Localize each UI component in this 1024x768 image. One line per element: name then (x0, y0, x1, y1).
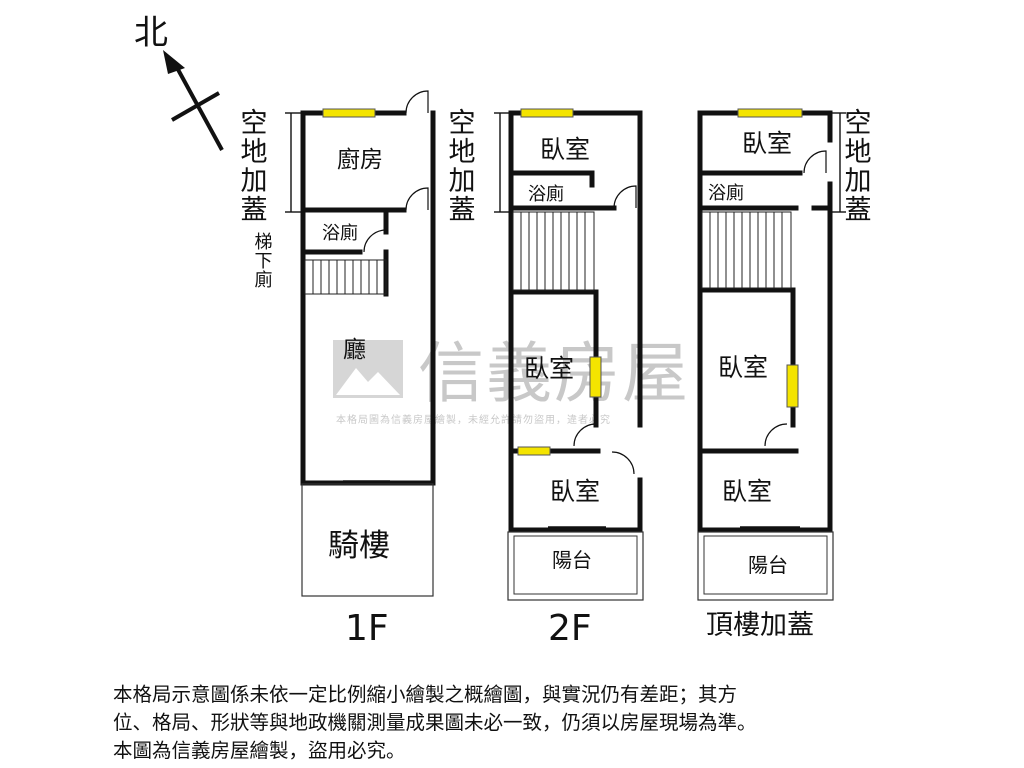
floor-2f-plan: 空地加蓋 臥室 浴廁 臥室 臥室 陽台 (444, 108, 644, 649)
floor-1f-plan: 空地加蓋 廚房 浴廁 梯下廁 廳 騎樓 (236, 90, 436, 649)
disclaimer-line-3: 本圖為信義房屋繪製，盜用必究。 (113, 739, 406, 762)
window (737, 108, 803, 118)
room-living: 廳 (343, 337, 366, 363)
stairs-1f (304, 259, 387, 295)
watermark: 信義房屋 本格局圖為信義房屋繪製，未經允許請勿盜用，違者必究 (333, 335, 690, 426)
room-under-stair-toilet: 梯下廁 (252, 232, 273, 289)
room-bedroom-2f-mid: 臥室 (524, 354, 574, 383)
room-bedroom-rooftop-bottom: 臥室 (722, 477, 772, 506)
room-bath-rooftop: 浴廁 (708, 182, 744, 204)
extension-dimension-rooftop (830, 112, 846, 213)
window (589, 356, 602, 398)
floor-caption-rooftop: 頂樓加蓋 (706, 610, 814, 641)
watermark-notice: 本格局圖為信義房屋繪製，未經允許請勿盜用，違者必究 (336, 413, 611, 426)
room-kitchen: 廚房 (337, 147, 383, 173)
stairs-rooftop (701, 211, 792, 289)
window (786, 364, 799, 408)
balcony-rooftop (697, 531, 834, 601)
arcade-area (301, 483, 434, 597)
room-bedroom-2f-top: 臥室 (540, 135, 590, 164)
floor-caption-2f: 2F (548, 608, 592, 649)
room-bath-1f: 浴廁 (322, 222, 358, 244)
extension-label-2f: 空地加蓋 (444, 108, 476, 224)
watermark-brand: 信義房屋 (418, 335, 690, 412)
extension-label-rooftop: 空地加蓋 (840, 108, 872, 224)
window (520, 108, 574, 118)
room-balcony-rooftop: 陽台 (748, 553, 788, 577)
compass-north-label: 北 (134, 13, 168, 53)
floor-caption-1f: 1F (345, 608, 389, 649)
north-compass: 北 (134, 13, 224, 151)
extension-dimension-2f (494, 112, 510, 213)
disclaimer-line-1: 本格局示意圖係未依一定比例縮小繪製之概繪圖，與實況仍有差距；其方 (113, 683, 738, 706)
room-balcony-2f: 陽台 (552, 548, 592, 572)
floor-rooftop-plan: 空地加蓋 臥室 浴廁 臥室 臥室 陽台 頂樓加蓋 (697, 108, 872, 641)
floor-plan-diagram: 信義房屋 本格局圖為信義房屋繪製，未經允許請勿盜用，違者必究 北 空地加蓋 (134, 13, 872, 649)
extension-dimension-1f (285, 112, 301, 213)
room-bedroom-rooftop-mid: 臥室 (718, 353, 768, 382)
watermark-logo (333, 340, 403, 398)
extension-label-1f: 空地加蓋 (236, 108, 268, 224)
window (322, 108, 376, 118)
window (517, 446, 551, 456)
disclaimer-line-2: 位、格局、形狀等與地政機關測量成果圖未必一致，仍須以房屋現場為準。 (113, 711, 757, 734)
balcony-2f (507, 531, 644, 601)
room-bedroom-rooftop-top: 臥室 (742, 129, 792, 158)
room-bedroom-2f-bottom: 臥室 (550, 477, 600, 506)
room-bath-2f: 浴廁 (528, 183, 564, 205)
stairs-2f (512, 211, 595, 291)
room-arcade: 騎樓 (328, 528, 390, 564)
compass-arrow-icon (163, 50, 185, 74)
